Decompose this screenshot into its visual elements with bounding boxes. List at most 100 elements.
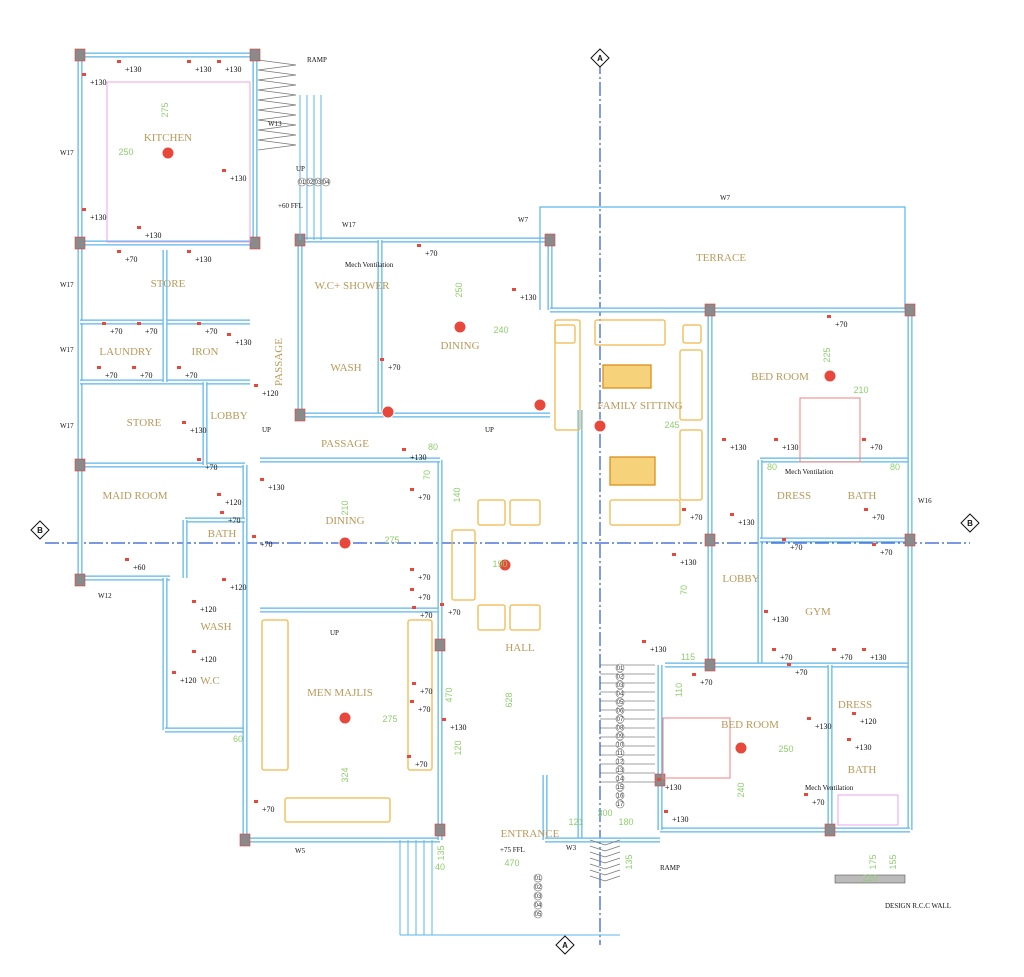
socket-icon (137, 322, 141, 325)
bathtub (837, 794, 899, 826)
dimension-label: 40 (435, 862, 445, 872)
dimension-label: 180 (618, 817, 633, 827)
light-fixture-icon (338, 711, 352, 725)
dimension-label: 470 (444, 687, 454, 702)
socket-icon (410, 568, 414, 571)
stair-number: 05 (617, 700, 624, 706)
socket-icon (807, 717, 811, 720)
room-label: LOBBY (210, 410, 247, 422)
furniture-piece (407, 619, 433, 771)
stair-number-marker (615, 765, 625, 775)
room-label: LAUNDRY (99, 346, 152, 358)
socket-icon (774, 438, 778, 441)
elevation-mark: +130 (125, 65, 142, 74)
elevation-mark: +130 (815, 722, 832, 731)
socket-icon (642, 640, 646, 643)
stair-number: 09 (617, 734, 624, 740)
stair-number: 01 (535, 876, 542, 882)
bed (799, 397, 861, 463)
elevation-mark: +120 (860, 717, 877, 726)
elevation-mark: +130 (90, 78, 107, 87)
elevation-mark: +70 (448, 608, 461, 617)
stair-number: 13 (617, 768, 624, 774)
socket-icon (220, 511, 224, 514)
elevation-mark: +70 (795, 668, 808, 677)
socket-icon (682, 508, 686, 511)
socket-icon (862, 648, 866, 651)
note-label: UP (262, 426, 271, 434)
elevation-mark: +130 (225, 65, 242, 74)
furniture-piece (682, 324, 702, 344)
elevation-mark: +120 (200, 655, 217, 664)
ramp-chevron (589, 839, 621, 846)
elevation-mark: +60 (133, 563, 146, 572)
note-label: RAMP (660, 864, 680, 872)
elevation-mark: +130 (738, 518, 755, 527)
socket-icon (187, 250, 191, 253)
stair-number-marker (615, 672, 625, 681)
room-label: FAMILY SITTING (597, 400, 682, 412)
socket-icon (192, 600, 196, 603)
furniture-piece (594, 319, 666, 346)
elevation-mark: +70 (790, 543, 803, 552)
light-fixture-icon (734, 741, 748, 755)
elevation-mark: +70 (418, 493, 431, 502)
room-label: WASH (200, 621, 231, 633)
dimension-label: 324 (340, 767, 350, 782)
socket-icon (804, 793, 808, 796)
room-label: WASH (330, 362, 361, 374)
dimension-label: 115 (681, 652, 695, 662)
dimension-label: 275 (160, 102, 170, 117)
dimension-label: 135 (436, 845, 446, 860)
ramp-chevron (257, 139, 297, 151)
stair-number: 04 (323, 180, 330, 186)
elevation-mark: +70 (835, 320, 848, 329)
stair-number: 02 (535, 885, 542, 891)
elevation-mark: +70 (418, 593, 431, 602)
window-tag: W17 (60, 422, 74, 430)
window-tag: W3 (566, 844, 577, 852)
socket-icon (664, 810, 668, 813)
light-fixture-icon (453, 320, 467, 334)
dimension-label: 120 (453, 740, 463, 755)
column (824, 823, 836, 837)
light-fixture-icon (161, 146, 175, 160)
stair-number: 04 (617, 692, 624, 698)
room-label: DRESS (838, 699, 872, 711)
socket-icon (252, 535, 256, 538)
furniture (106, 81, 899, 826)
socket-icon (847, 738, 851, 741)
dimension-label: 240 (736, 782, 746, 797)
socket-icon (82, 208, 86, 211)
stair-number: 17 (617, 802, 624, 808)
socket-icon (254, 384, 258, 387)
stair-number: 03 (617, 683, 624, 689)
elevation-mark: +130 (195, 65, 212, 74)
elevation-mark: +70 (205, 327, 218, 336)
ramp-chevron (257, 99, 297, 111)
furniture-piece (554, 319, 581, 431)
ramp-chevron (589, 869, 621, 876)
elevation-mark: +70 (870, 443, 883, 452)
socket-icon (872, 543, 876, 546)
socket-icon (254, 800, 258, 803)
room-label: BATH (208, 528, 237, 540)
socket-icon (827, 315, 831, 318)
light-fixture-icon (823, 369, 837, 383)
elevation-mark: +130 (90, 213, 107, 222)
window-tag: W12 (98, 592, 112, 600)
socket-icon (852, 712, 856, 715)
room-label: MEN MAJLIS (307, 687, 373, 699)
dimension-label: 275 (382, 714, 397, 724)
dimension-label: 135 (624, 854, 634, 869)
column (294, 408, 306, 422)
ramp-chevron (257, 69, 297, 81)
stair-number-marker (615, 706, 625, 715)
socket-icon (410, 700, 414, 703)
stair-number-marker (615, 799, 625, 809)
stair-number-marker (615, 748, 625, 758)
room-label: BED ROOM (751, 371, 809, 383)
column (249, 48, 261, 62)
elevation-mark: +130 (665, 783, 682, 792)
